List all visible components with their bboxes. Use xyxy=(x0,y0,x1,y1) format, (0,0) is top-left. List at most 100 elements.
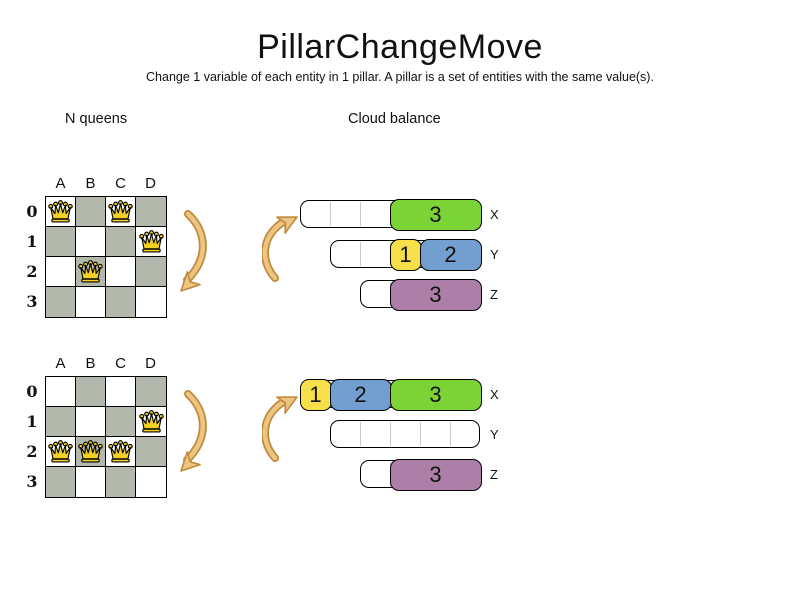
bar-cell-divider xyxy=(360,242,361,266)
board-row-label: 0 xyxy=(26,382,38,401)
board-cell xyxy=(46,467,76,497)
bar-cell-divider xyxy=(360,422,361,446)
board-cell xyxy=(46,437,76,467)
cloud-computer-bar: 3 xyxy=(300,198,482,231)
move-arrow-down-icon xyxy=(180,390,207,472)
queen-icon xyxy=(48,199,73,223)
bar-label: Z xyxy=(490,287,498,302)
board-cell xyxy=(136,287,166,317)
board-column-header: A xyxy=(55,355,67,372)
board-cell xyxy=(76,377,106,407)
board-column-header: B xyxy=(85,175,97,192)
board-cell xyxy=(136,257,166,287)
board-cell xyxy=(76,287,106,317)
subtitle: Change 1 variable of each entity in 1 pi… xyxy=(146,70,654,84)
board-row-label: 3 xyxy=(26,472,38,491)
bar-label: Y xyxy=(490,247,499,262)
board-cell xyxy=(136,437,166,467)
bar-cell-divider xyxy=(360,202,361,226)
board-column-header: C xyxy=(115,175,127,192)
move-arrow-up-icon xyxy=(261,216,298,282)
cloud-computer-bar xyxy=(330,420,480,448)
queen-icon xyxy=(78,439,103,463)
board-cell xyxy=(136,467,166,497)
move-arrow-up-icon xyxy=(261,396,298,462)
queen-icon xyxy=(138,229,164,253)
board-column-header: D xyxy=(145,355,157,372)
pillar-move-arrow xyxy=(172,388,217,483)
queen-icon xyxy=(138,409,164,433)
board-cell xyxy=(46,197,76,227)
board-cell xyxy=(76,437,106,467)
board-cell xyxy=(76,257,106,287)
board-cell xyxy=(106,377,136,407)
board-cell xyxy=(46,257,76,287)
board-column-header: B xyxy=(85,355,97,372)
move-arrow-down-icon xyxy=(180,210,207,292)
bar-label: X xyxy=(490,207,499,222)
board-row-label: 1 xyxy=(26,412,38,431)
board-cell xyxy=(46,227,76,257)
board-cell xyxy=(106,437,136,467)
process-block: 3 xyxy=(389,278,482,311)
process-block: 2 xyxy=(419,238,482,271)
board-cell xyxy=(106,227,136,257)
board-cell xyxy=(136,377,166,407)
cloud-computer-bar: 3 xyxy=(360,458,482,491)
queen-icon xyxy=(48,439,73,463)
nqueens-board xyxy=(45,196,167,318)
process-block: 3 xyxy=(389,458,482,491)
queen-icon xyxy=(108,439,133,463)
queen-icon xyxy=(108,199,133,223)
board-cell xyxy=(136,227,166,257)
board-row-labels: 0 1 2 3 xyxy=(22,376,42,496)
board-column-headers: A B C D xyxy=(46,355,166,372)
process-block: 2 xyxy=(329,378,392,411)
queen-icon xyxy=(78,259,103,283)
cloud-computer-bar: 3 xyxy=(360,278,482,311)
board-cell xyxy=(106,467,136,497)
page-title: PillarChangeMove xyxy=(257,28,543,66)
bar-cell-divider xyxy=(330,202,331,226)
bar-label: Y xyxy=(490,427,499,442)
board-column-header: A xyxy=(55,175,67,192)
board-row-label: 2 xyxy=(26,442,38,461)
process-block: 3 xyxy=(389,198,482,231)
bar-cell-divider xyxy=(390,422,391,446)
board-row-label: 0 xyxy=(26,202,38,221)
board-cell xyxy=(46,377,76,407)
board-cell xyxy=(106,197,136,227)
bar-cell-divider xyxy=(450,422,451,446)
board-cell xyxy=(106,287,136,317)
board-row-label: 1 xyxy=(26,232,38,251)
board-row-label: 2 xyxy=(26,262,38,281)
board-cell xyxy=(136,407,166,437)
process-block: 1 xyxy=(389,238,422,271)
bar-label: Z xyxy=(490,467,498,482)
pillar-move-arrow xyxy=(172,208,217,303)
pillar-move-arrow xyxy=(261,392,304,469)
board-column-header: C xyxy=(115,355,127,372)
board-cell xyxy=(76,407,106,437)
board-cell xyxy=(106,407,136,437)
process-block: 3 xyxy=(389,378,482,411)
board-cell xyxy=(46,407,76,437)
cloud-balance-label: Cloud balance xyxy=(348,111,441,127)
nqueens-board xyxy=(45,376,167,498)
board-cell xyxy=(76,227,106,257)
board-column-header: D xyxy=(145,175,157,192)
nqueens-label: N queens xyxy=(65,111,128,127)
pillar-move-arrow xyxy=(261,212,304,289)
board-cell xyxy=(46,287,76,317)
board-cell xyxy=(106,257,136,287)
board-cell xyxy=(76,197,106,227)
bar-cell-divider xyxy=(420,422,421,446)
process-block: 1 xyxy=(299,378,332,411)
board-cell xyxy=(136,197,166,227)
board-column-headers: A B C D xyxy=(46,175,166,192)
